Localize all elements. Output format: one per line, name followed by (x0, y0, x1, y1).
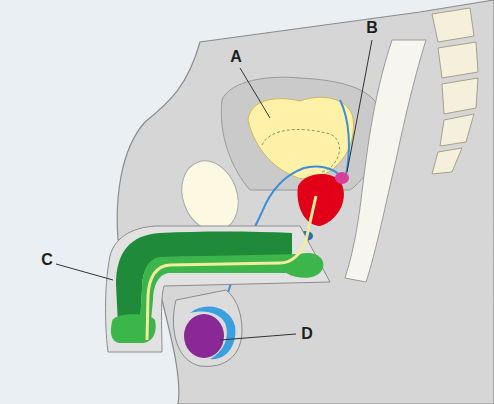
leader-line (56, 264, 113, 280)
seminal-vesicle (335, 172, 349, 184)
testis (184, 314, 224, 358)
coccyx (432, 148, 462, 174)
callout-letter: D (301, 325, 313, 343)
leader-line (347, 40, 372, 172)
pelvic-cavity (221, 77, 381, 190)
bladder (248, 97, 354, 179)
callout-letter: B (366, 19, 378, 37)
vertebra (440, 114, 474, 146)
epididymis (190, 307, 235, 360)
body-section (117, 0, 494, 404)
vertebra (438, 42, 478, 78)
bladder-wall (262, 129, 339, 172)
leader-line (220, 334, 296, 340)
rectum (345, 40, 426, 282)
leader-lines (56, 40, 372, 340)
spine (432, 8, 478, 174)
vertebra (442, 78, 478, 114)
ureter (340, 100, 349, 175)
callout-letter: A (230, 48, 242, 66)
leader-line (240, 68, 270, 118)
vertebra (432, 8, 474, 42)
callout-letter: C (41, 251, 53, 269)
scrotum (173, 290, 242, 366)
